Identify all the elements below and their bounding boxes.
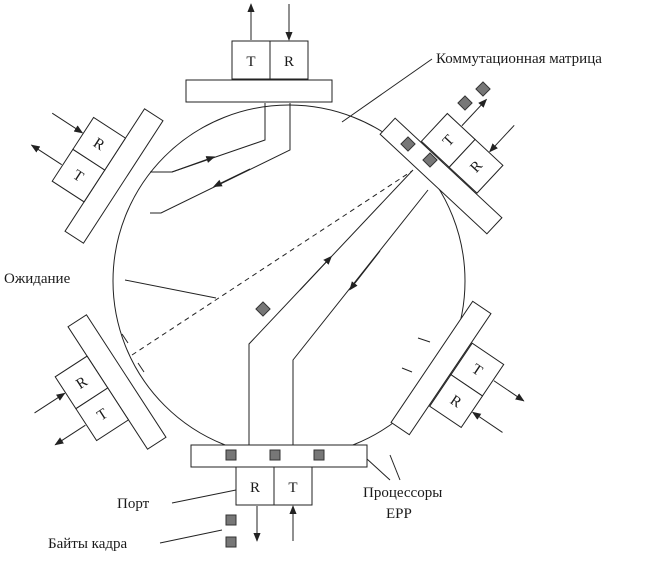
frame-byte: [313, 449, 325, 461]
port-top-first-cell: [231, 40, 271, 80]
port-top-second-cell: [269, 40, 309, 80]
frame-byte: [255, 301, 271, 317]
waiting-dashed-line: [131, 170, 413, 356]
frame-bytes-label: Байты кадра: [48, 536, 128, 552]
port-bottom-first-cell: [235, 466, 275, 506]
frame-byte: [225, 514, 237, 526]
port-lower-right: T R: [390, 300, 525, 436]
matrix-label: Коммутационная матрица: [436, 51, 602, 67]
port-top-second-letter: R: [284, 54, 294, 70]
port-bottom-second-letter: T: [288, 480, 297, 496]
frame-byte: [400, 136, 416, 152]
port-upper-left: T R: [30, 108, 164, 244]
port-top: T R: [185, 3, 333, 103]
port-lower-right-second-cell: [429, 374, 484, 429]
frame-byte: [475, 81, 491, 97]
frame-byte: [225, 536, 237, 548]
port-top-first-letter: T: [246, 54, 255, 70]
port-lower-left-in-arrow: [34, 392, 66, 414]
port-lower-right-out-arrow: [493, 380, 525, 402]
port-upper-left-out-arrow: [30, 144, 62, 166]
port-lower-left: R T: [34, 314, 167, 450]
port-upper-right-in-arrow: [489, 124, 515, 153]
frame-byte-squares: [225, 81, 491, 548]
frame-byte: [457, 95, 473, 111]
path-bottom-to-upper-right: [248, 169, 429, 445]
processors-label-line1: Процессоры: [363, 485, 442, 501]
port-lower-left-second-cell: [75, 387, 130, 442]
frame-byte: [422, 152, 438, 168]
port-label: Порт: [117, 496, 150, 512]
port-upper-right-second-cell: [448, 138, 504, 194]
port-bottom-first-letter: R: [250, 480, 260, 496]
port-connectors: [121, 333, 431, 373]
leader-lines: [124, 58, 433, 544]
processor-bar-lower-right: [390, 300, 492, 436]
port-upper-left-second-cell: [72, 116, 127, 171]
port-lower-right-in-arrow: [471, 411, 503, 433]
frame-byte: [225, 449, 237, 461]
port-upper-left-in-arrow: [51, 112, 84, 134]
frame-byte: [269, 449, 281, 461]
port-lower-left-out-arrow: [54, 424, 86, 446]
processors-label-line2: EPP: [386, 506, 412, 522]
port-upper-right-out-arrow: [461, 98, 488, 127]
waiting-label: Ожидание: [4, 271, 71, 287]
processor-bar-top: [185, 79, 333, 103]
port-bottom-second-cell: [273, 466, 313, 506]
path-top-to-upper-left: [150, 103, 291, 214]
